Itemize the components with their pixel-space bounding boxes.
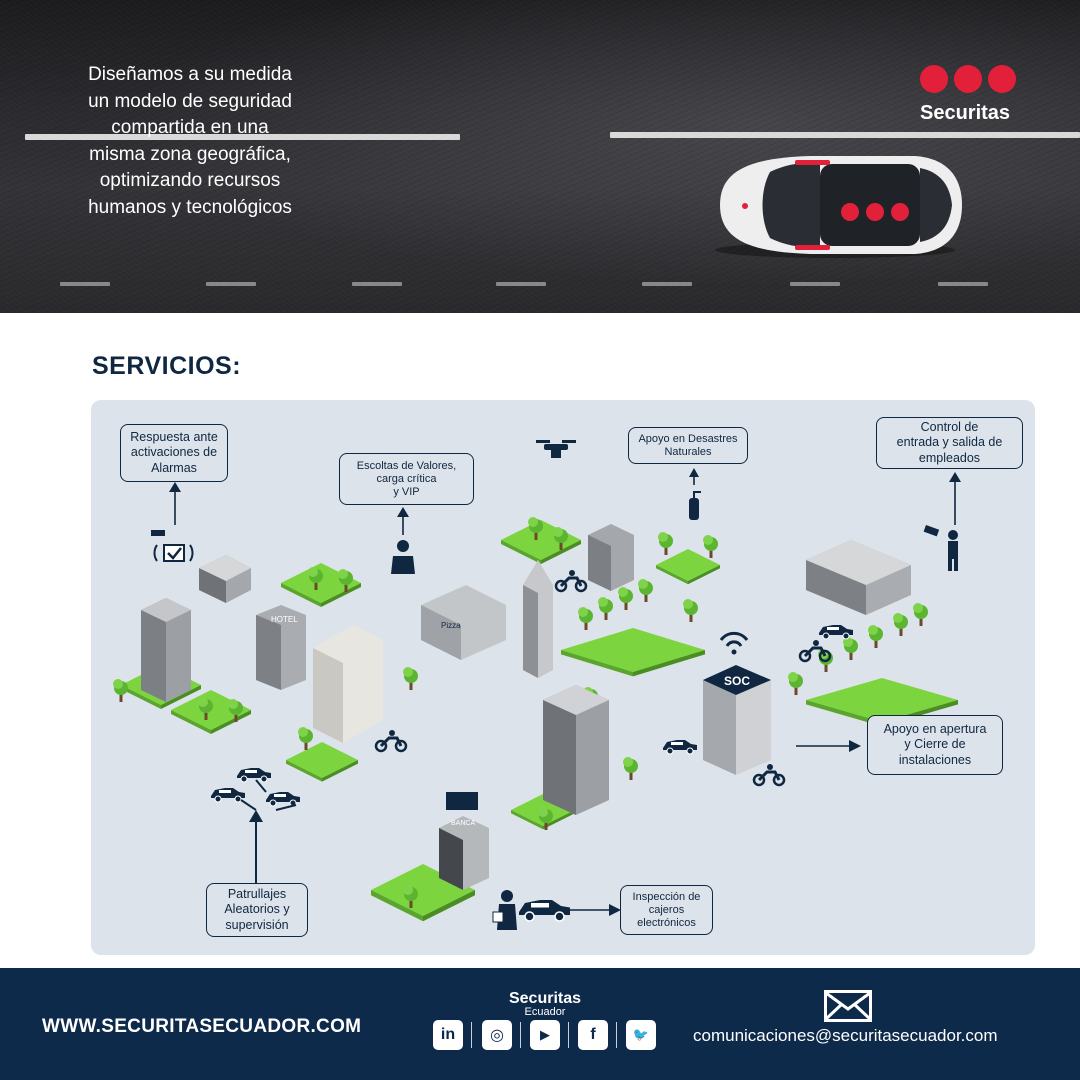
footer-brand: Securitas Ecuador [495,990,595,1018]
lane-dash [938,282,988,286]
soc-sign: SOC [724,674,750,688]
car-icon [210,787,246,803]
office-tower [543,685,609,815]
connector-arrows [169,468,961,916]
motorcycle-icon [374,728,408,753]
camera-icon [923,525,940,537]
footer-brand-name: Securitas [508,990,582,1007]
logo-dot [920,65,948,93]
divider [616,1022,617,1048]
pizza-sign: Pizza [441,621,461,630]
securitas-logo: Securitas [920,65,1020,125]
divider [568,1022,569,1048]
lawn [561,628,705,677]
office-building [588,524,634,591]
office-tower [141,598,191,702]
hotel-sign: HOTEL [271,615,298,624]
car-icon [662,739,698,755]
motorcycle-icon [554,568,588,593]
twitter-icon[interactable]: 🐦 [626,1020,656,1050]
bank-building: BANCA [439,792,489,890]
lawn [281,563,361,607]
website-link[interactable]: WWW.SECURITASECUADOR.COM [42,1016,362,1037]
youtube-icon[interactable]: ▶ [530,1020,560,1050]
service-label-patrullajes: Patrullajes Aleatorios y supervisión [206,883,308,937]
hero-banner: Diseñamos a su medida un modelo de segur… [0,0,1080,313]
logo-dot [954,65,982,93]
lane-dash [60,282,110,286]
instagram-icon[interactable]: ◎ [482,1020,512,1050]
patrol-cycle-arrows [240,779,297,811]
logo-dot [988,65,1016,93]
email-link[interactable]: comunicaciones@securitasecuador.com [693,1026,998,1045]
car-icon [236,767,272,783]
lane-line [610,132,1080,138]
alarm-icon [151,530,194,562]
lawn [286,742,358,782]
services-title: SERVICIOS: [92,352,242,380]
warehouse [806,540,911,615]
city-illustration: HOTEL Pizza [113,440,961,930]
car-icon [265,791,301,807]
footer-brand-country: Ecuador [524,1006,566,1018]
apartment-building [313,625,383,743]
drone-icon [536,440,576,458]
service-label-apertura: Apoyo en apertura y Cierre de instalacio… [867,715,1003,775]
clock-tower [523,560,553,678]
guard-icon [391,540,415,574]
pizza-building: Pizza [421,585,506,660]
fire-extinguisher-icon [689,491,701,520]
linkedin-icon[interactable]: in [433,1020,463,1050]
services-map: HOTEL Pizza [91,400,1035,955]
employee-icon [948,530,958,571]
service-label-desastres: Apoyo en Desastres Naturales [628,427,748,464]
mail-icon [824,990,872,1022]
atm-guard-icon [492,890,517,930]
lane-dash [206,282,256,286]
hotel-building: HOTEL [256,605,306,690]
lane-dash [352,282,402,286]
hero-tagline: Diseñamos a su medida un modelo de segur… [88,64,292,218]
lane-line [25,134,460,140]
divider [520,1022,521,1048]
service-label-control: Control de entrada y salida de empleados [876,417,1023,469]
divider [471,1022,472,1048]
car-icon [818,624,854,640]
service-label-alarmas: Respuesta ante activaciones de Alarmas [120,424,228,482]
lane-dash [642,282,692,286]
armored-car-icon [518,899,571,922]
soc-building: SOC [703,631,771,775]
service-label-escoltas: Escoltas de Valores, carga crítica y VIP [339,453,474,505]
service-label-cajeros: Inspección de cajeros electrónicos [620,885,713,935]
lane-dash [790,282,840,286]
logo-name: Securitas [920,102,1011,124]
lane-dash [496,282,546,286]
footer: WWW.SECURITASECUADOR.COM Securitas Ecuad… [0,968,1080,1080]
house [199,555,251,603]
motorcycle-icon [752,762,786,787]
bank-sign: BANCA [451,820,475,827]
facebook-icon[interactable]: f [578,1020,608,1050]
patrol-car-image [715,156,962,258]
